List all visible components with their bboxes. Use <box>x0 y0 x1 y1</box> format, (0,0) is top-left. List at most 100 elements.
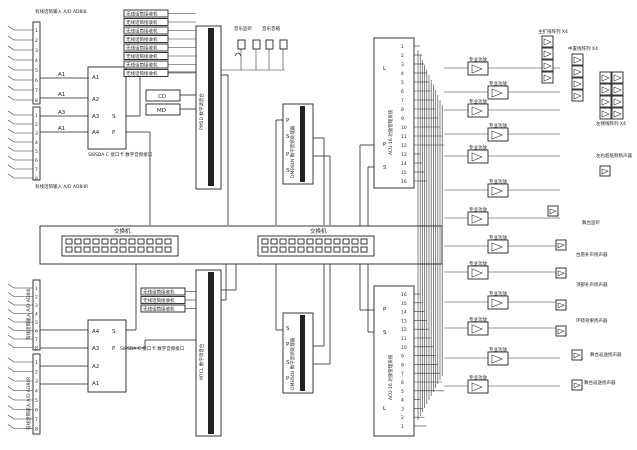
line-array-element-icon <box>543 38 552 46</box>
rack-channel-number: 4 <box>401 71 404 77</box>
dme-port: S <box>286 168 290 174</box>
line-array-element-icon <box>613 74 622 82</box>
stage-monitor-speaker <box>547 205 559 217</box>
rack-channel-number: 6 <box>401 89 404 95</box>
switch-port <box>92 238 100 245</box>
line-array-element-icon <box>613 110 622 118</box>
switch-left-label: 交换机 <box>114 227 131 235</box>
switch-port <box>146 238 154 245</box>
rack-channel-number: 12 <box>401 327 407 333</box>
mic-out-label: A1 <box>58 72 65 78</box>
switch-port <box>83 238 91 245</box>
rack-channel-number: 15 <box>401 301 407 307</box>
mic-line <box>7 110 33 116</box>
switch-port <box>324 246 332 253</box>
mic-line <box>7 376 33 382</box>
amplifier-icon <box>491 242 503 252</box>
switch-port <box>65 238 73 245</box>
mic-channel-number: 6 <box>35 158 38 164</box>
switch-port <box>164 238 172 245</box>
amplifier-label: 专业功放 <box>489 80 507 87</box>
mic-channel-number: 3 <box>35 48 38 54</box>
dme-bottom: S P S P DME64N 数字音频处理器 <box>282 312 314 394</box>
mic-line <box>7 317 33 323</box>
mic-channel-number: 1 <box>35 360 38 366</box>
switch-port <box>324 238 332 245</box>
mic-channel-number: 6 <box>35 408 38 414</box>
front-fill-speaker-icon <box>557 270 565 277</box>
mic-channel-number: 1 <box>35 28 38 34</box>
rack-channel-number: 12 <box>401 143 407 149</box>
stage-monitor-speaker-icon <box>549 208 557 215</box>
switch-port <box>306 238 314 245</box>
line-array-element <box>571 77 584 90</box>
mic-line <box>7 309 33 314</box>
port-label: A3 <box>92 114 100 120</box>
switch-port <box>270 238 278 245</box>
switch-port <box>92 246 100 253</box>
mic-channel-number: 1 <box>35 286 38 292</box>
line-array-element <box>599 83 612 96</box>
mic-channel-number: 6 <box>35 329 38 335</box>
line-array-element <box>599 95 612 108</box>
delay-speaker-icon <box>573 382 581 389</box>
mic-line <box>7 55 33 61</box>
mic-line <box>7 414 33 420</box>
mic-channel-number: 4 <box>35 140 38 146</box>
mic-channel-number: 7 <box>35 417 38 423</box>
switch-port <box>110 238 118 245</box>
port-label: P <box>112 346 116 352</box>
mic-line <box>7 137 33 143</box>
amplifier-icon <box>491 354 503 364</box>
wireless-receiver-label: 无线话筒接收机 <box>126 62 158 69</box>
switch-port <box>119 246 127 253</box>
line-array-element-icon <box>613 98 622 106</box>
port-label: A4 <box>92 329 100 335</box>
wireless-receiver-label: 无线话筒接收机 <box>126 19 158 26</box>
amplifier-icon <box>491 186 503 196</box>
surround-speaker <box>555 299 567 311</box>
rack-channel-number: 11 <box>401 134 407 140</box>
speaker-side-array-label: 左侧线阵列 X4 <box>596 120 626 127</box>
port-label: A1 <box>92 381 99 387</box>
network-switch-bus: 交换机 交换机 <box>39 225 443 265</box>
amplifier-box <box>487 239 509 254</box>
rack-channel-number: 1 <box>401 424 404 430</box>
speaker-delay-2-label: 舞台返送扬声器 <box>584 379 616 386</box>
rack-channel-number: 3 <box>401 406 404 412</box>
rack-channel-number: 8 <box>401 362 404 368</box>
rack-letter: L <box>383 406 387 412</box>
mic-line <box>7 386 33 391</box>
switch-port <box>351 238 359 245</box>
amplifier-icon <box>491 88 503 98</box>
switch-port <box>360 246 368 253</box>
rack-channel-number: 10 <box>401 345 407 351</box>
amplifier-label: 专业功放 <box>489 290 507 297</box>
speaker-delay-1-label: 舞台返送扬声器 <box>590 351 622 358</box>
mic-channel-number: 5 <box>35 149 38 155</box>
rack-channel-number: 14 <box>401 310 407 316</box>
wireless-receiver-label: 无线话筒接收机 <box>143 297 175 304</box>
mic-channel-number: 5 <box>35 320 38 326</box>
switch-port <box>83 246 91 253</box>
switch-right-label: 交换机 <box>310 227 327 235</box>
wireless-receiver-label: 无线话筒接收机 <box>126 70 158 77</box>
delay-speaker <box>571 379 583 391</box>
switch-port <box>137 238 145 245</box>
amplifier-label: 专业功放 <box>469 56 487 63</box>
mic-channel-number: 7 <box>35 337 38 343</box>
rack-letter: P <box>383 307 387 313</box>
rack-channel-number: 8 <box>401 107 404 113</box>
dme-port: P <box>286 342 290 348</box>
rack-channel-number: 14 <box>401 161 407 167</box>
center-speaker-icon <box>557 242 565 249</box>
mic-line <box>7 357 33 363</box>
console-top: PM5D 数字调音台 <box>195 25 222 190</box>
mic-line <box>7 85 33 91</box>
amplifier-box <box>487 295 509 310</box>
mic-line <box>7 75 33 81</box>
mic-line <box>7 164 33 170</box>
line-array-element <box>611 71 624 84</box>
mic-line <box>7 395 33 401</box>
amplifier-box <box>467 321 489 336</box>
